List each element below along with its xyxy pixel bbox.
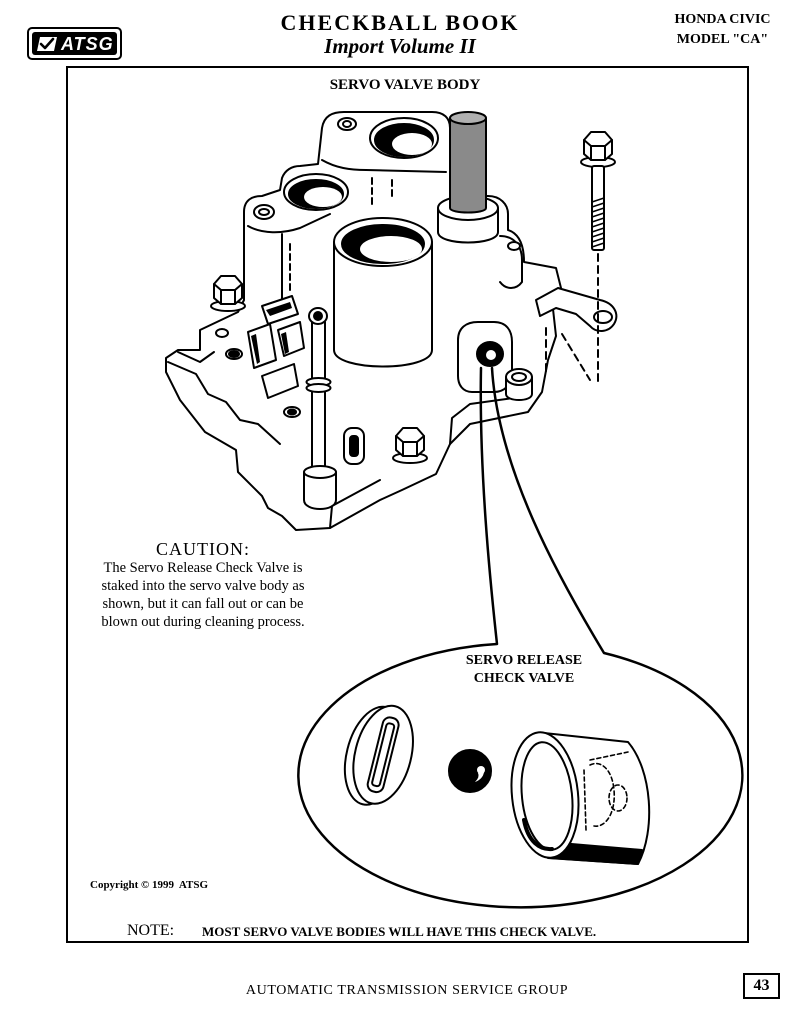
vehicle-info: HONDA CIVIC MODEL "CA"	[660, 10, 785, 50]
caution-line: blown out during cleaning process.	[101, 614, 305, 630]
book-volume: Import Volume II	[324, 34, 476, 58]
page-number: 43	[743, 973, 780, 999]
atsg-logo: ATSG	[27, 27, 122, 60]
note-label: NOTE:	[127, 922, 175, 939]
vehicle-model-code: MODEL "CA"	[676, 32, 769, 47]
vehicle-make-model: HONDA CIVIC	[674, 12, 771, 27]
footer-organization: AUTOMATIC TRANSMISSION SERVICE GROUP	[245, 983, 569, 998]
figure-title: SERVO VALVE BODY	[329, 77, 481, 93]
logo-text: ATSG	[61, 33, 114, 54]
callout-label-line: SERVO RELEASE	[465, 653, 583, 668]
copyright-notice: Copyright © 1999 ATSG	[90, 879, 209, 891]
caution-line: staked into the servo valve body as	[101, 578, 305, 594]
book-title: CHECKBALL BOOK	[280, 10, 520, 35]
callout-label-line: CHECK VALVE	[473, 671, 575, 686]
logo-badge: ATSG	[32, 32, 117, 55]
caution-line: shown, but it can fall out or can be	[102, 596, 304, 612]
content-frame	[66, 66, 749, 943]
checkmark-icon	[36, 35, 58, 53]
caution-line: The Servo Release Check Valve is	[103, 560, 303, 576]
caution-block: CAUTION: The Servo Release Check Valve i…	[80, 539, 326, 631]
callout-label: SERVO RELEASE CHECK VALVE	[424, 652, 624, 688]
caution-heading: CAUTION:	[156, 539, 250, 559]
note-text: MOST SERVO VALVE BODIES WILL HAVE THIS C…	[202, 924, 597, 939]
